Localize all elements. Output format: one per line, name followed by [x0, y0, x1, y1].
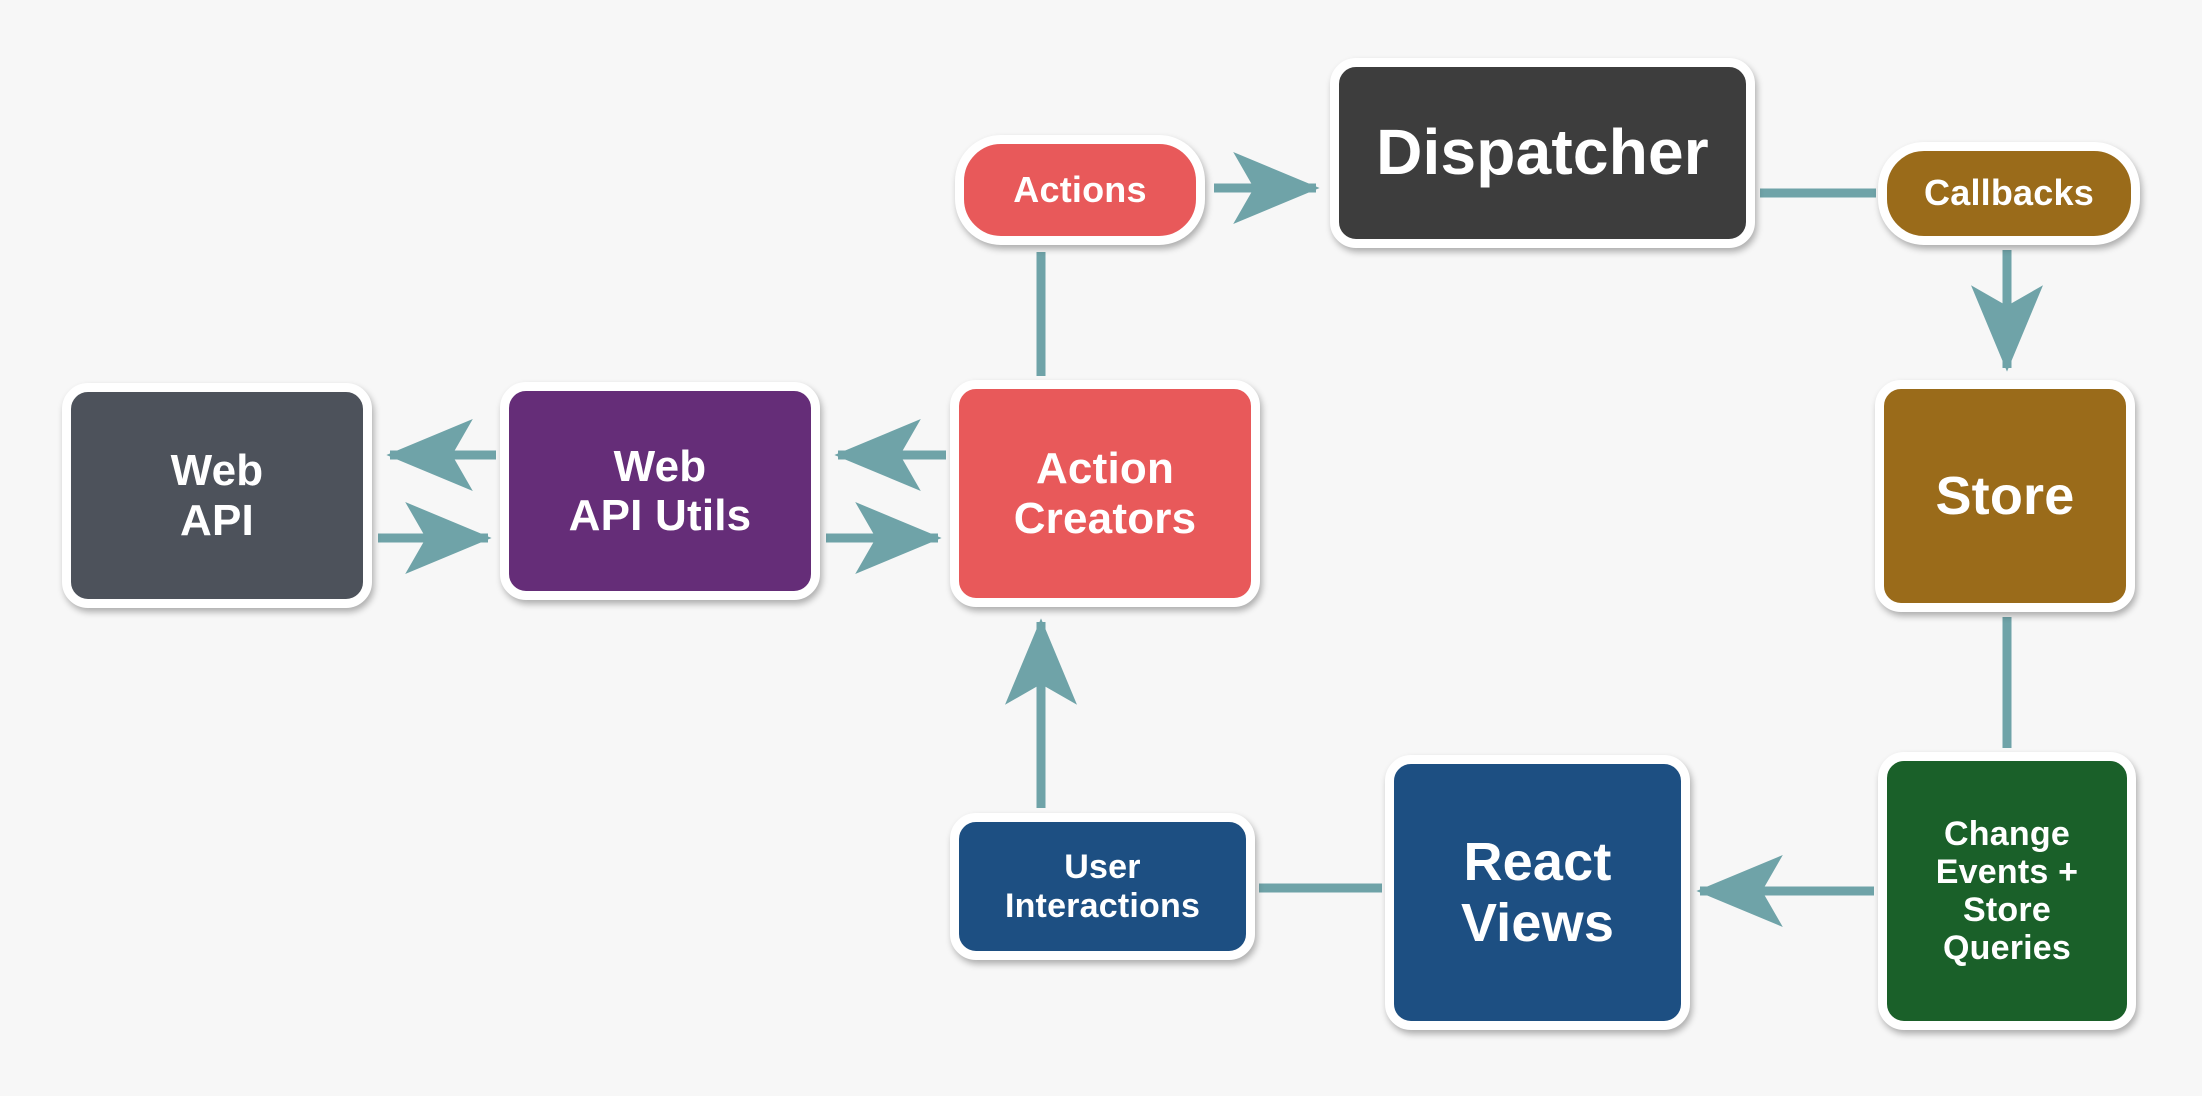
node-change-events-store-queries[interactable]: Change Events + Store Queries	[1878, 752, 2136, 1030]
node-actions-label: Actions	[1013, 168, 1147, 210]
node-web-api-label: Web API	[170, 446, 264, 545]
node-action-creators-label: Action Creators	[1013, 444, 1197, 543]
node-user-interactions[interactable]: User Interactions	[950, 813, 1255, 960]
node-react-views[interactable]: React Views	[1385, 755, 1690, 1030]
node-react-views-label: React Views	[1460, 832, 1615, 953]
node-web-api[interactable]: Web API	[62, 383, 372, 608]
node-user-interactions-label: User Interactions	[1004, 848, 1201, 925]
node-store[interactable]: Store	[1875, 380, 2135, 612]
node-callbacks-label: Callbacks	[1924, 172, 2094, 214]
node-callbacks[interactable]: Callbacks	[1878, 142, 2140, 245]
node-actions[interactable]: Actions	[955, 135, 1205, 245]
node-change-events-store-queries-label: Change Events + Store Queries	[1935, 814, 2079, 968]
node-dispatcher[interactable]: Dispatcher	[1330, 58, 1755, 248]
node-web-api-utils-label: Web API Utils	[568, 441, 752, 540]
node-web-api-utils[interactable]: Web API Utils	[500, 382, 820, 600]
node-dispatcher-label: Dispatcher	[1376, 116, 1709, 189]
node-store-label: Store	[1935, 465, 2075, 526]
node-action-creators[interactable]: Action Creators	[950, 380, 1260, 607]
